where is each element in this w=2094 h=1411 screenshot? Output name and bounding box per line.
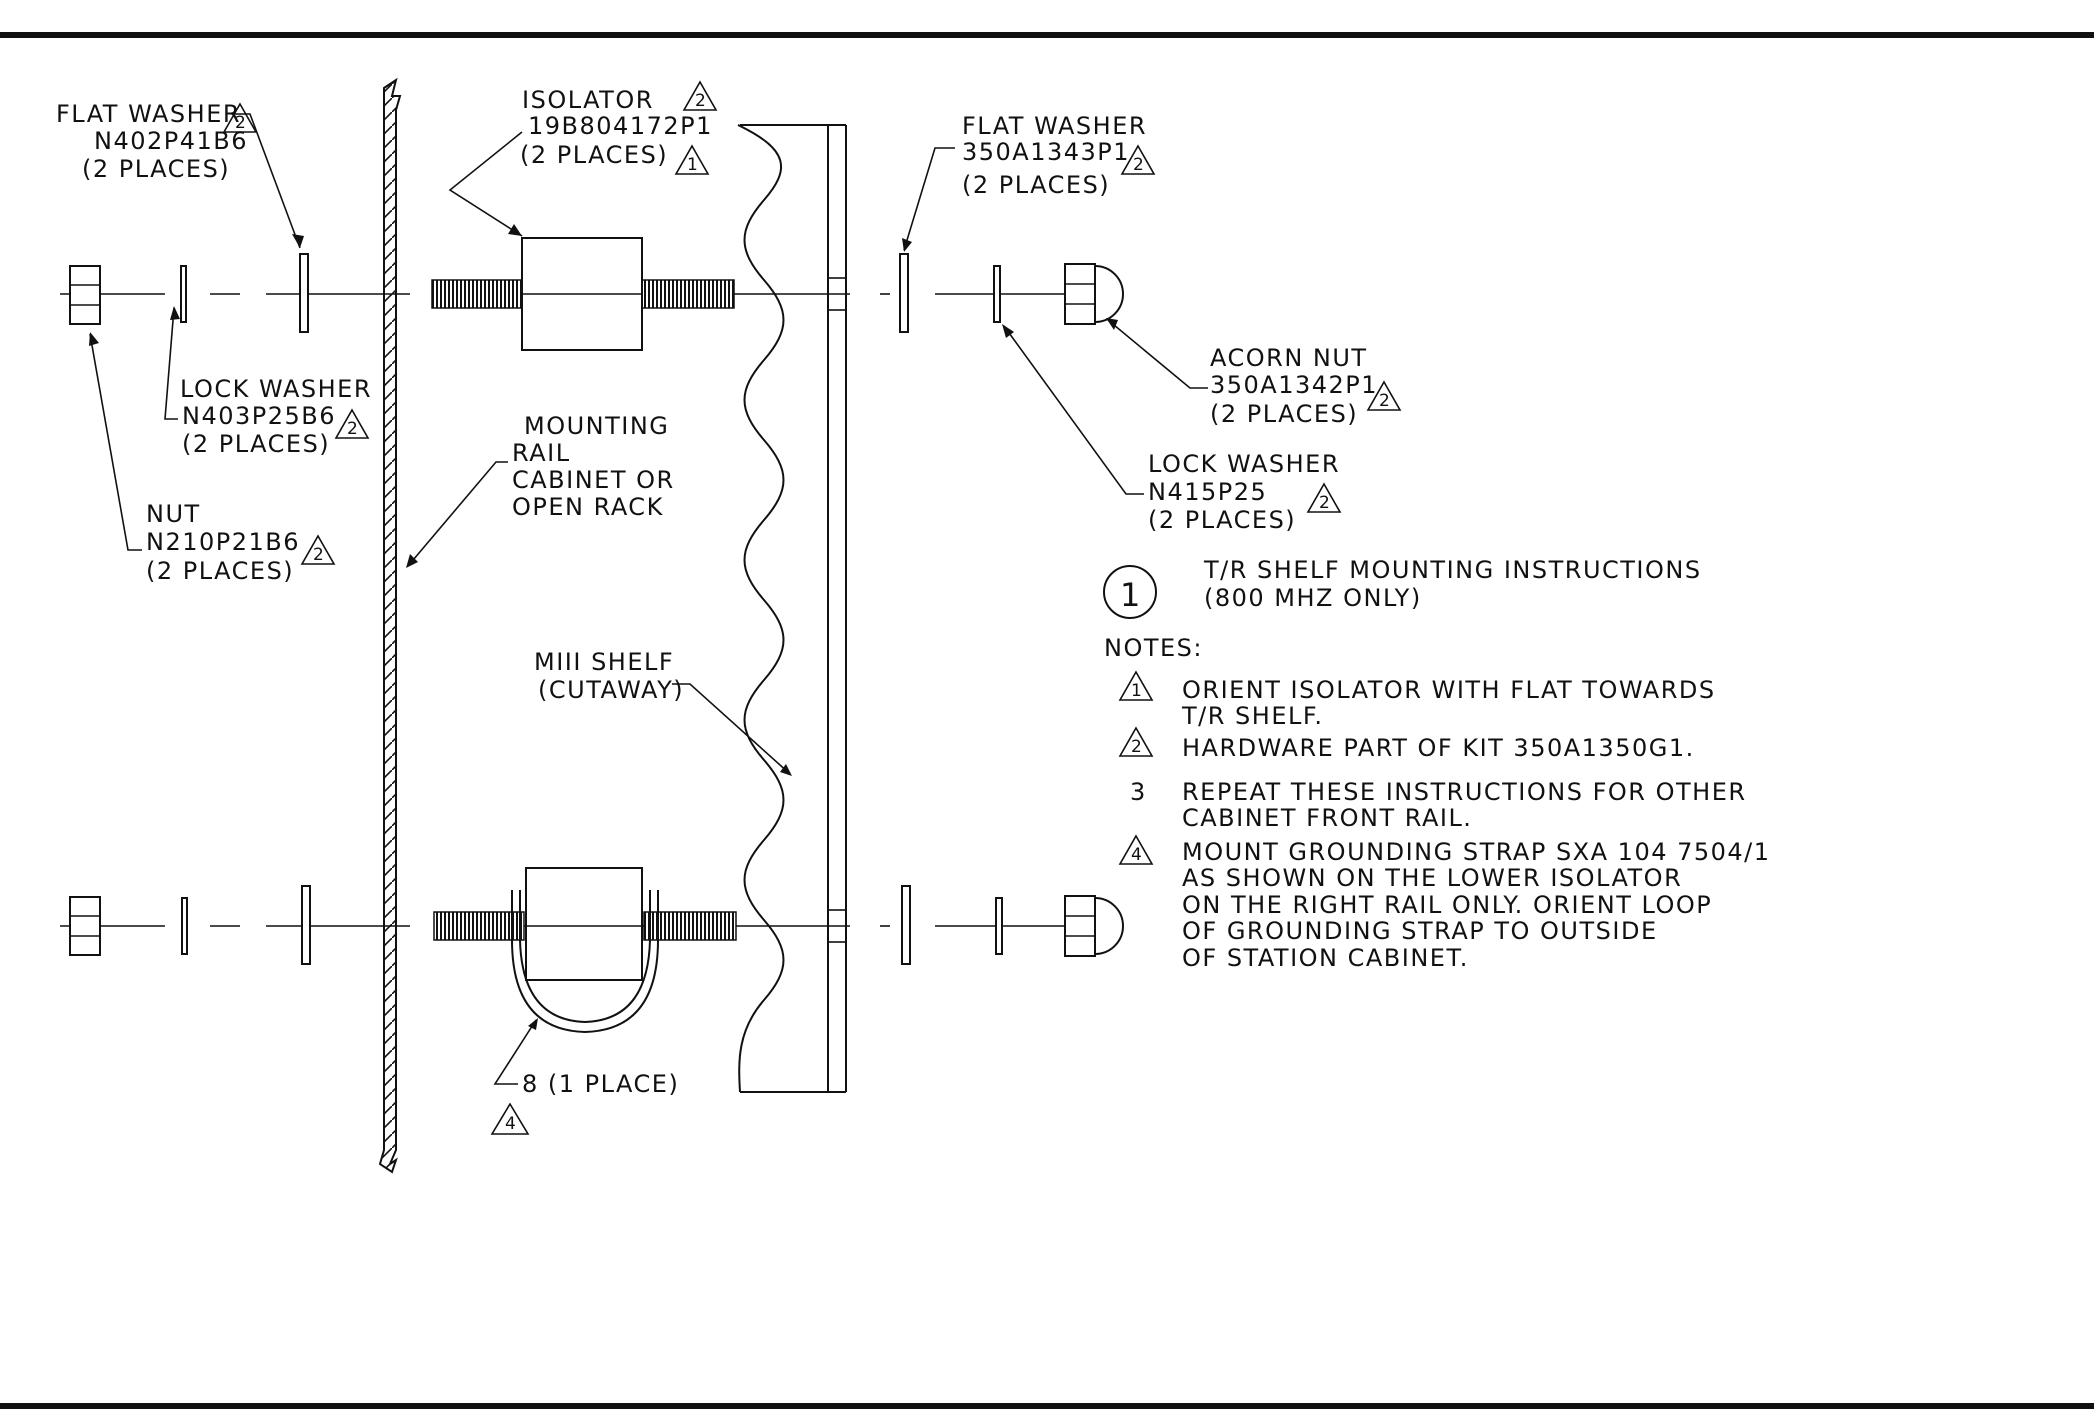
notes-heading: NOTES: [1104,634,1203,662]
svg-text:1: 1 [1120,576,1140,614]
lock-washer-right-lower [995,897,1003,955]
note-ref-triangle-icon: 1 [1118,670,1154,701]
leader-lines [89,113,1208,1085]
note-item-2: 2 HARDWARE PART OF KIT 350A1350G1. [1118,726,1695,762]
svg-text:CABINET FRONT RAIL.: CABINET FRONT RAIL. [1182,804,1472,832]
note-item-3: 3 REPEAT THESE INSTRUCTIONS FOR OTHER CA… [1130,778,1747,832]
title-line2: (800 MHZ ONLY) [1204,584,1422,612]
isolator-qty: (2 PLACES) [520,141,668,169]
upper-assembly [60,237,1124,351]
mounting-rail-line3: CABINET OR [512,466,675,494]
note-item-1: 1 ORIENT ISOLATOR WITH FLAT TOWARDS T/R … [1118,670,1716,730]
acorn-nut-part: 350A1342P1 [1210,371,1378,399]
lock-washer-right-title: LOCK WASHER [1148,450,1340,478]
note-ref-triangle-icon: 2 [1306,482,1342,513]
flat-washer-right-qty: (2 PLACES) [962,171,1110,199]
nut-qty: (2 PLACES) [146,557,294,585]
flat-washer-left-title: FLAT WASHER [56,100,241,128]
mounting-rail [378,77,402,1174]
acorn-nut-lower [1064,895,1124,957]
mounting-rail-line2: RAIL [512,439,571,467]
svg-text:REPEAT THESE INSTRUCTIONS FOR: REPEAT THESE INSTRUCTIONS FOR OTHER [1182,778,1747,806]
isolator-title: ISOLATOR [522,86,654,114]
threaded-stud-upper-right [641,279,735,309]
strap-label: 8 (1 PLACE) [522,1070,679,1098]
svg-text:2: 2 [1131,737,1142,757]
flat-washer-left-qty: (2 PLACES) [82,155,230,183]
flat-washer-right-title: FLAT WASHER [962,112,1147,140]
shelf-line1: MIII SHELF [534,648,674,676]
svg-text:HARDWARE PART OF KIT 350A1350G: HARDWARE PART OF KIT 350A1350G1. [1182,734,1695,762]
grounding-strap [511,890,659,1034]
title-line1: T/R SHELF MOUNTING INSTRUCTIONS [1203,556,1702,584]
flat-washer-left-lower [301,885,311,965]
lock-washer-left-lower [181,897,188,955]
note-ref-triangle-icon: 4 [490,1102,530,1135]
nut-lower [69,896,101,956]
threaded-stud-upper-left [431,279,523,309]
svg-text:2: 2 [695,91,706,111]
note-ref-triangle-icon: 2 [222,102,258,133]
note-ref-triangle-icon: 1 [674,144,710,175]
svg-text:OF GROUNDING STRAP TO OUTSIDE: OF GROUNDING STRAP TO OUTSIDE [1182,917,1658,945]
isolator-part: 19B804172P1 [528,112,713,140]
svg-text:T/R SHELF.: T/R SHELF. [1181,702,1323,730]
acorn-nut-title: ACORN NUT [1210,344,1368,372]
lock-washer-right-part: N415P25 [1148,478,1267,506]
lock-washer-left-part: N403P25B6 [182,402,336,430]
shelf-cutaway [737,124,847,1093]
mounting-rail-line4: OPEN RACK [512,493,664,521]
lock-washer-right-upper [993,265,1001,323]
threaded-stud-lower-left [433,911,525,941]
note-ref-triangle-icon: 2 [1366,380,1402,411]
nut-title: NUT [146,500,201,528]
note-ref-triangle-icon: 2 [300,534,336,565]
svg-text:4: 4 [505,1114,516,1134]
lower-assembly [60,867,1124,1034]
mounting-rail-line1: MOUNTING [524,412,669,440]
note-ref-triangle-icon: 2 [334,408,370,439]
svg-text:2: 2 [1379,391,1390,411]
svg-text:OF STATION CABINET.: OF STATION CABINET. [1182,944,1469,972]
acorn-nut-upper [1064,263,1124,325]
svg-text:2: 2 [235,113,246,133]
flat-washer-right-part: 350A1343P1 [962,138,1130,166]
svg-text:AS SHOWN ON THE LOWER ISOLATOR: AS SHOWN ON THE LOWER ISOLATOR [1182,864,1682,892]
svg-text:1: 1 [1131,681,1142,701]
flat-washer-left-part: N402P41B6 [94,127,248,155]
svg-text:MOUNT GROUNDING STRAP SXA 104: MOUNT GROUNDING STRAP SXA 104 7504/1 [1182,838,1771,866]
svg-text:ON THE RIGHT RAIL ONLY. ORIENT: ON THE RIGHT RAIL ONLY. ORIENT LOOP [1182,891,1712,919]
svg-text:2: 2 [1133,155,1144,175]
svg-text:3: 3 [1130,778,1147,806]
lock-washer-left-title: LOCK WASHER [180,375,372,403]
note-ref-triangle-icon: 2 [682,80,718,111]
threaded-stud-lower-right [643,911,737,941]
shelf-line2: (CUTAWAY) [538,676,684,704]
svg-text:2: 2 [347,419,358,439]
note-ref-triangle-icon: 2 [1120,144,1156,175]
flat-washer-left-upper [299,253,309,333]
svg-text:2: 2 [1319,493,1330,513]
title-circle: 1 [1103,565,1157,619]
flat-washer-right-upper [899,253,909,333]
svg-text:ORIENT ISOLATOR WITH FLAT TOWA: ORIENT ISOLATOR WITH FLAT TOWARDS [1182,676,1716,704]
note-ref-triangle-icon: 4 [1118,834,1154,865]
svg-text:1: 1 [687,155,698,175]
isolator-lower [525,867,643,981]
acorn-nut-qty: (2 PLACES) [1210,400,1358,428]
svg-text:2: 2 [313,545,324,565]
flat-washer-right-lower [901,885,911,965]
nut-part: N210P21B6 [146,528,300,556]
lock-washer-right-qty: (2 PLACES) [1148,506,1296,534]
lock-washer-left-qty: (2 PLACES) [182,430,330,458]
note-item-4: 4 MOUNT GROUNDING STRAP SXA 104 7504/1 A… [1118,834,1771,972]
svg-text:4: 4 [1131,845,1142,865]
note-ref-triangle-icon: 2 [1118,726,1154,757]
nut-upper [69,265,101,325]
lock-washer-left-upper [180,265,187,323]
